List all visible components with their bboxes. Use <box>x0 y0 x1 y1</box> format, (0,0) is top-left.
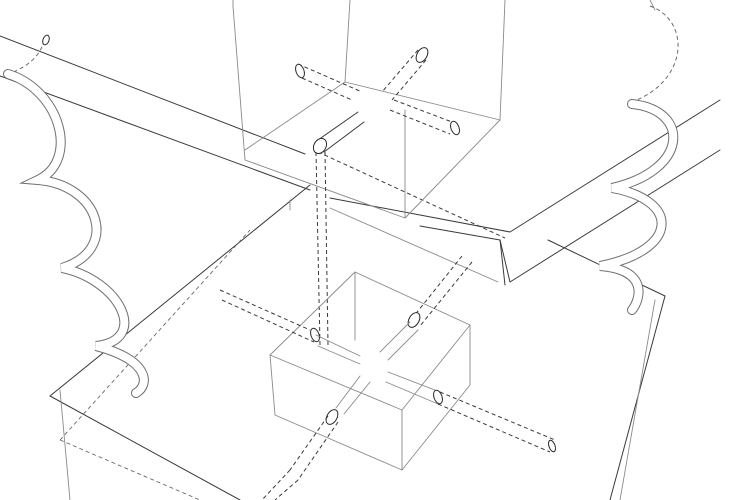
center-cube-tubes <box>219 255 556 500</box>
center-cube <box>269 271 471 471</box>
left-spring <box>3 34 149 398</box>
vertical-connector <box>315 151 329 346</box>
base-block <box>49 184 666 500</box>
upper-block-tubes <box>295 47 460 155</box>
upper-block <box>232 0 506 219</box>
right-spring <box>599 5 679 315</box>
horizontal-beam <box>0 0 721 286</box>
